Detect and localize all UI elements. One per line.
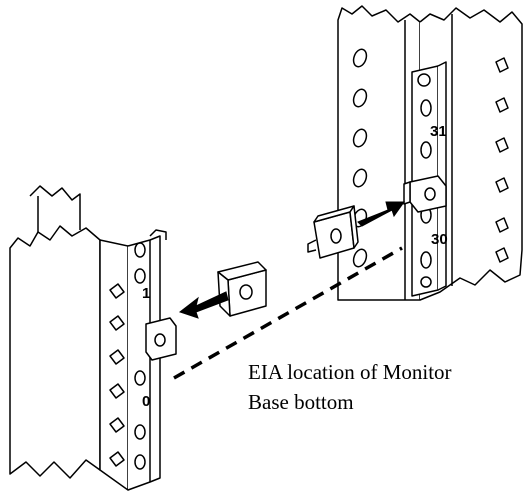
rail-label-30: 30 bbox=[431, 231, 448, 248]
caption-line-1: EIA location of Monitor bbox=[248, 360, 452, 384]
left-rack-rail bbox=[9, 185, 129, 491]
rail-label-1: 1 bbox=[142, 285, 150, 302]
right-rack-holes-side bbox=[495, 57, 509, 263]
eia-reference-line bbox=[173, 246, 403, 380]
left-installed-cage-nut bbox=[145, 317, 177, 361]
rail-label-0: 0 bbox=[142, 393, 150, 410]
insert-arrow-left bbox=[178, 291, 229, 319]
rail-label-31: 31 bbox=[430, 123, 447, 140]
caption-line-2: Base bottom bbox=[248, 390, 354, 414]
left-front-rail bbox=[127, 229, 167, 491]
right-installed-cage-nut bbox=[403, 175, 447, 213]
right-cage-nut bbox=[307, 205, 359, 259]
left-rack-holes-front bbox=[109, 283, 125, 467]
left-cage-nut bbox=[217, 261, 267, 317]
insert-arrow-right bbox=[357, 201, 405, 227]
